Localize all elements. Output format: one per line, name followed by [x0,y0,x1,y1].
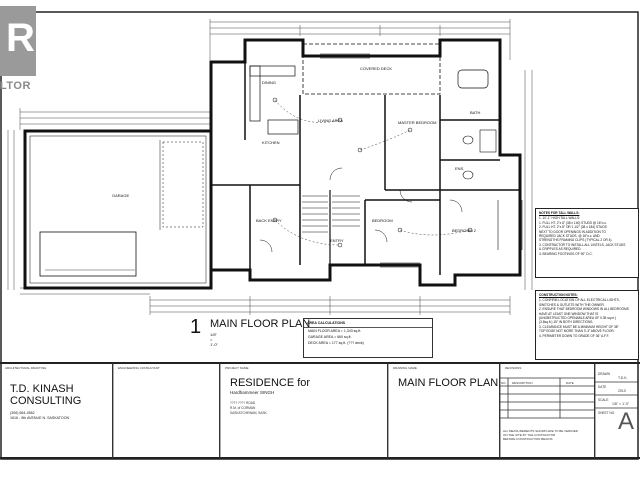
disclaimer-line: ON THE SITE BY THE CONTRACTOR [503,433,556,437]
note-line: 3. CLEARANCE MUST BE A MINIMUM HEIGHT OF… [539,324,619,329]
revision-column-header: NO. [501,381,507,385]
note-line: 1. 10'-1" HIGH TALL WALLS: [539,216,581,221]
room-label-garage: GARAGE [112,193,130,198]
logo-mark: R [0,6,36,76]
note-line: STRENGTHS FRAMING CLIPS (TYPICAL 2 OR 4)… [539,238,613,243]
engineer-label: ENGINEERING CONSULTANT [118,366,160,370]
revision-column-header: DATE [566,381,574,385]
project-location-line: SASKATCHEWAN, SASK. [230,411,268,415]
dimension-lines [7,19,533,315]
disclaimer-line: ALL MEASUREMENTS SHOWN ARE TO BE VERIFIE… [503,429,578,433]
house-walls [209,38,523,287]
plan-scale: 1/8" = 1'-0" [210,332,218,347]
designer-cell: ARCHITECTURAL DRAFTING T.D. KINASH CONSU… [0,363,113,458]
designer-label: ARCHITECTURAL DRAFTING [5,366,47,370]
sheet-value-date: 2010 [618,389,626,393]
area-calc-row: GARAGE AREA = 660 sq.ft. [308,335,352,339]
project-cell: PROJECT NAME RESIDENCE for Hardhammeer S… [220,363,388,458]
project-location-line: ???? ???? ROAD [230,401,256,405]
room-label-kitchen: KITCHEN [262,140,280,145]
note-line: 4. PERIMETER DOWN TO GRADE OF 36" A.F.F. [539,333,610,338]
note-line: (UNOBSTRUCTED OPENABLE AREA OF 0.35 sq.m… [539,316,617,321]
room-label-bedroom: BEDROOM [372,218,393,223]
project-location-line: R.M. of CORMAN [230,406,256,410]
room-label-ensuite: ENS. [455,166,465,171]
sheet-label-drawn: DRAWN [598,372,610,376]
room-label-master: MASTER BEDROOM [398,120,437,125]
note-line: (3.8sq.ft.) 15" IN BOTH DIRECTIONS. [539,320,594,325]
designer-name: T.D. KINASH [10,383,74,395]
notes-header: CONSTRUCTION NOTES: [539,293,578,297]
note-line: SWITCHES & OUTLETS WITH THE OWNER. [539,302,605,307]
note-line: 1. CONFIRM LOCATION OF ALL ELECTRICAL LI… [539,298,620,303]
room-label-bedroom-2: BEDROOM 2 [452,228,477,233]
area-calc-row: MAIN FLOOR AREA = 1,343 sq.ft. [308,329,362,333]
sheet-label-scale: SCALE [598,398,609,402]
title-block [0,362,640,459]
revision-column-header: DESCRIPTION [512,381,533,385]
project-name: RESIDENCE for [230,377,311,389]
sheet-label-number: SHEET NO. [598,411,616,415]
room-label-back-entry: BACK ENTRY [256,218,282,223]
sheet-value-drawn: T.D.K. [618,376,628,380]
project-label: PROJECT NAME [225,366,249,370]
disclaimer-line: BEFORE CONSTRUCTION BEGINS [503,437,553,441]
area-calculations-box: AREA CALCULATIONS MAIN FLOOR AREA = 1,34… [303,318,433,358]
note-line: 2. ENSURE THAT BEDROOM WINDOWS IN ALL BE… [539,307,629,312]
designer-name-2: CONSULTING [10,395,82,407]
drawing-label: DRAWING NAME [393,366,417,370]
note-line: & CRIPPLES AS REQUIRED. [539,247,582,252]
realtor-logo: R LTOR [0,0,42,92]
designer-address: 1616 - 9th AVENUE N. SASKATOON [10,416,70,420]
notes-header: NOTES FOR TALL WALLS: [539,211,580,215]
drawing-name-cell: DRAWING NAME MAIN FLOOR PLAN [388,363,500,458]
room-label-living: LIVING AREA [318,118,343,123]
note-line: 3. CONTRACTOR TO INSTALL ALL LINTELS, JA… [539,242,626,247]
room-label-entry: ENTRY [330,238,344,243]
logo-letter: R [6,16,35,60]
sheet-number: A [618,408,635,435]
engineer-cell: ENGINEERING CONSULTANT [113,363,220,458]
note-line: HAVE AT LEAST ONE WINDOW THAT IS [539,311,599,316]
garage-walls [23,129,213,290]
revisions-label: REVISIONS [505,366,522,370]
sheet-value-scale: 1/8" = 1'-0" [612,402,630,406]
plan-number: 1 [190,316,202,338]
tall-wall-notes: NOTES FOR TALL WALLS: 1. 10'-1" HIGH TAL… [535,208,639,278]
note-line: TOP EDGE NOT MORE THAN 3'-3" ABOVE FLOOR… [539,329,615,334]
note-line: 1. FULL HT. 2"x 6" (38 x 140) STUDS @ 16… [539,220,607,225]
construction-notes: CONSTRUCTION NOTES: 1. CONFIRM LOCATION … [535,290,639,360]
sheet-label-date: DATE [598,385,607,389]
logo-text: LTOR [0,80,31,92]
area-calc-header: AREA CALCULATIONS [304,319,432,328]
designer-phone: (306) 664-4562 [10,411,35,415]
note-line: REQUIRED JACK STUDS. @ 16"o.c. AND [539,234,600,239]
room-label-deck: COVERED DECK [360,66,393,71]
title-block-grid [112,364,638,458]
area-calc-row: DECK AREA = 177 sq.ft. (??? deck) [308,341,364,345]
note-line: 2. FULL HT. 2"x 8" OR 1 1/2" (38 x 184) … [539,225,607,230]
note-line: NEXT TO DOOR OPENINGS IN ADDITION TO [539,229,607,234]
room-label-dining: DINING [262,80,276,85]
project-owner: Hardhammeer SINGH [230,390,275,395]
plan-name: MAIN FLOOR PLAN [210,318,311,330]
note-line: 4. BEARING FOOTINGS OF 90" O.C. [539,251,593,256]
revisions-cell: REVISIONS NO. DESCRIPTION DATE ALL MEASU… [500,363,595,458]
room-label-bath: BATH [470,110,481,115]
drawing-name: MAIN FLOOR PLAN [398,377,499,389]
